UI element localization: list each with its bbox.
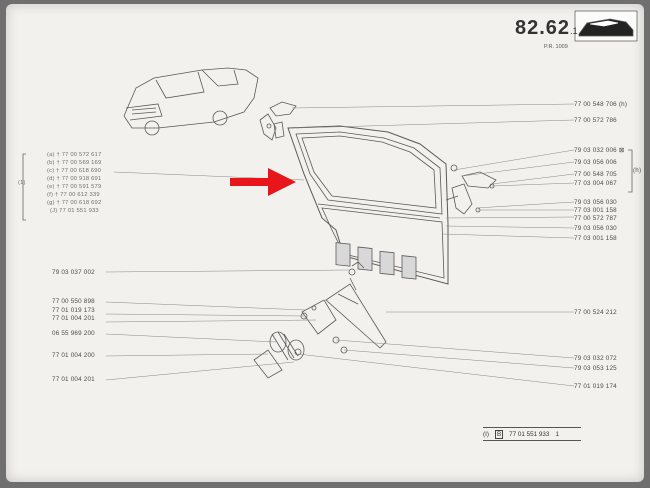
- left-ref: (b) † 77 00 569 169: [47, 160, 102, 166]
- left-refs-bracket: (1): [18, 180, 26, 186]
- tailgate-drawing: [287, 125, 449, 285]
- page-ref: P.R. 1009: [544, 44, 568, 50]
- car-thumbnail-icon: [574, 10, 638, 42]
- part-number: 79 03 056 006: [574, 159, 617, 166]
- footer-ref: (I): [483, 430, 489, 438]
- part-number: 79 03 037 002: [52, 269, 95, 276]
- footer-qty: 1: [555, 430, 559, 438]
- catalog-page: 82.62.1 P.R. 1009 (1) (a) † 77 00 572 61…: [6, 4, 644, 482]
- leader-lines: [105, 103, 575, 387]
- part-number: 77 01 004 201: [52, 376, 95, 383]
- latch-parts-icon: [445, 164, 497, 215]
- left-ref: (d) † 77 00 918 691: [47, 176, 102, 182]
- boxed-x-icon: ⊠: [618, 147, 625, 154]
- marker-h: (h): [633, 167, 642, 174]
- page-number: 82.62.1: [515, 17, 578, 40]
- part-number: 77 01 019 174: [574, 383, 617, 390]
- part-number: 77 03 004 067: [574, 180, 617, 187]
- left-ref: (f) † 77 00 612 339: [47, 192, 100, 198]
- footer-reference: (I) B 77 01 551 933 1: [483, 427, 581, 441]
- part-number-value: 79 03 032 006: [574, 147, 617, 154]
- marker-h: (h): [618, 101, 628, 108]
- parts-illustration: [22, 10, 638, 387]
- part-number: 79 03 032 006 ⊠: [574, 147, 624, 154]
- left-ref: (a) † 77 00 572 617: [47, 152, 102, 158]
- car-sketch-icon: [123, 67, 259, 136]
- part-number: 77 01 004 201: [52, 315, 95, 322]
- part-number: 77 01 019 173: [52, 307, 95, 314]
- hinge-upper-icon: [259, 101, 297, 141]
- hinge-spring-assembly-drawing: [253, 299, 337, 379]
- left-ref: (c) † 77 00 618 690: [47, 168, 102, 174]
- red-arrow-icon: [230, 168, 296, 196]
- page-number-main: 82.62: [515, 17, 571, 39]
- part-number: 77 03 001 158: [574, 207, 617, 214]
- part-number: 77 00 548 706 (h): [574, 101, 627, 108]
- part-number: 77 03 001 158: [574, 235, 617, 242]
- left-ref: (e) † 77 00 591 579: [47, 184, 102, 190]
- part-number: 77 01 004 200: [52, 352, 95, 359]
- part-number: 79 03 056 030: [574, 225, 617, 232]
- part-number: 77 00 524 212: [574, 309, 617, 316]
- part-number: 77 00 572 786: [574, 117, 617, 124]
- part-number: 77 00 550 898: [52, 298, 95, 305]
- part-number-value: 77 00 548 706: [574, 101, 617, 108]
- footer-box: B: [494, 429, 504, 439]
- left-ref: (g) † 77 00 618 692: [47, 200, 102, 206]
- footer-code: 77 01 551 933: [509, 430, 550, 438]
- part-number: 77 00 572 787: [574, 215, 617, 222]
- part-number: 79 03 053 125: [574, 365, 617, 372]
- page-number-suffix: .1: [570, 26, 578, 36]
- part-number: 79 03 032 072: [574, 355, 617, 362]
- part-number: 79 03 056 030: [574, 199, 617, 206]
- part-number: 77 00 548 705: [574, 171, 617, 178]
- support-stay-drawing: [325, 261, 387, 354]
- part-number: 06 55 969 200: [52, 330, 95, 337]
- left-ref: (J) 77 01 551 933: [50, 208, 99, 214]
